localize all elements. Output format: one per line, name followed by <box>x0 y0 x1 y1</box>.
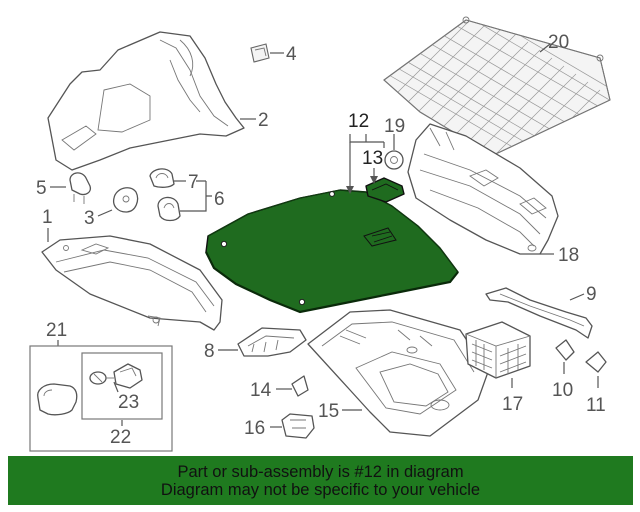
callout-22: 22 <box>110 427 131 448</box>
callout-12: 12 <box>348 111 369 132</box>
part-4-clip[interactable] <box>250 43 270 63</box>
callout-3: 3 <box>84 208 95 229</box>
arrow-13-icon <box>370 176 378 184</box>
part-11-clip[interactable] <box>585 351 607 373</box>
callout-5: 5 <box>36 178 47 199</box>
callout-13: 13 <box>362 148 383 169</box>
part-23-bulb[interactable] <box>89 371 107 385</box>
banner-line-part: Part or sub-assembly is #12 in diagram <box>177 462 464 481</box>
callout-17: 17 <box>502 394 523 415</box>
arrow-12-icon <box>346 186 354 194</box>
part-7-hook-lower[interactable] <box>157 196 181 222</box>
part-14-clip[interactable] <box>291 375 309 397</box>
part-12-trunk-floor-mat[interactable] <box>205 189 459 314</box>
callout-21: 21 <box>46 320 67 341</box>
callout-1: 1 <box>42 207 53 228</box>
part-20-cargo-net[interactable] <box>370 0 640 198</box>
part-18-rear-trim[interactable] <box>407 123 559 255</box>
banner-line-disclaimer: Diagram may not be specific to your vehi… <box>160 480 481 499</box>
callout-9: 9 <box>586 284 597 305</box>
callout-7: 7 <box>188 172 199 193</box>
info-banner: Part or sub-assembly is #12 in diagram D… <box>8 456 633 505</box>
part-5-hook[interactable] <box>69 172 92 204</box>
part-22-socket[interactable] <box>106 363 143 389</box>
callout-2: 2 <box>258 110 269 131</box>
callout-10: 10 <box>552 380 573 401</box>
part-17-basket[interactable] <box>465 321 531 379</box>
part-8-bracket[interactable] <box>237 327 307 357</box>
part-10-clip[interactable] <box>555 339 575 361</box>
part-13-handle[interactable] <box>365 177 405 203</box>
part-2-side-trim[interactable] <box>47 31 245 171</box>
callout-20: 20 <box>548 32 569 53</box>
callout-8: 8 <box>204 341 215 362</box>
callout-19: 19 <box>384 116 405 137</box>
callout-4: 4 <box>286 44 297 65</box>
part-7-hook-upper[interactable] <box>149 168 175 188</box>
part-9-sill-trim[interactable] <box>485 287 593 339</box>
part-15-storage-tub[interactable] <box>307 309 489 437</box>
callout-6: 6 <box>214 189 225 210</box>
callout-11: 11 <box>586 395 606 416</box>
part-16-holder[interactable] <box>281 413 315 439</box>
callout-15: 15 <box>318 401 339 422</box>
callout-14: 14 <box>250 380 272 401</box>
callout-18: 18 <box>558 245 579 266</box>
part-3-cover[interactable] <box>112 187 139 213</box>
part-19-knob[interactable] <box>384 150 404 170</box>
part-21-lamp[interactable] <box>37 383 78 416</box>
callout-23: 23 <box>118 392 139 413</box>
callout-16: 16 <box>244 418 265 439</box>
part-1-floor-panel[interactable] <box>41 235 223 331</box>
